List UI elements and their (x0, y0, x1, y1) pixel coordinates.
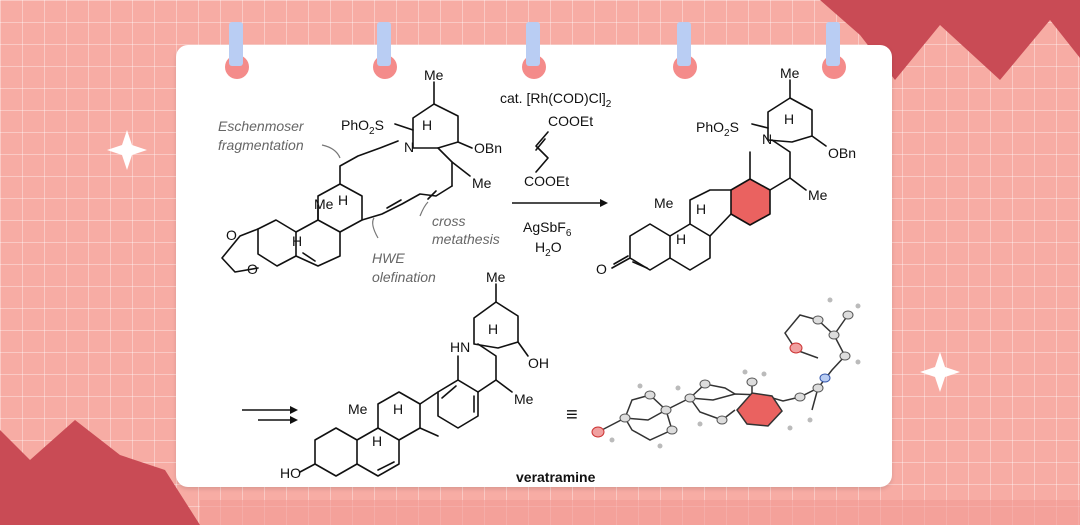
annotation-text: HWE (372, 250, 405, 266)
oxygen-label: O (247, 261, 258, 277)
water-h: H (535, 239, 545, 255)
methyl-label: Me (654, 195, 674, 211)
crystal-atoms (591, 297, 861, 449)
hydrogen-label: H (338, 192, 348, 208)
phenylsulfonyl-prefix: PhO (696, 119, 724, 135)
product-name: veratramine (516, 469, 596, 485)
hydrogen-label: H (488, 321, 498, 337)
hydrogen-label: H (372, 433, 382, 449)
equivalence-sign: ≡ (566, 404, 578, 426)
hydrogen-label: H (676, 231, 686, 247)
hydrogen-label: H (784, 111, 794, 127)
multistep-arrow (242, 406, 298, 424)
sulfonyl-label: PhO2S (696, 119, 739, 139)
water-label: H2O (535, 239, 562, 259)
oxygen-label: O (226, 227, 237, 243)
binder-tab-icon (822, 22, 846, 79)
hydroxyl-label: HO (280, 465, 301, 481)
binder-tab-icon (225, 22, 249, 79)
annotation-text: fragmentation (218, 137, 304, 153)
sulfonyl-label: PhO2S (341, 117, 384, 137)
arene-highlight (731, 179, 770, 225)
obn-label: OBn (474, 140, 502, 156)
subscript: 2 (369, 126, 375, 137)
methyl-label: Me (424, 67, 444, 83)
hydrogen-label: H (393, 401, 403, 417)
reaction-conditions: cat. [Rh(COD)Cl]2 COOEt COOEt AgSbF6 H2O (500, 90, 612, 259)
subscript: 2 (545, 248, 551, 259)
ester-label: COOEt (548, 113, 593, 129)
sulfur-label: S (730, 119, 739, 135)
catalyst-text: cat. [Rh(COD)Cl] (500, 90, 606, 106)
ester-label: COOEt (524, 173, 569, 189)
methyl-label: Me (314, 196, 334, 212)
sulfur-label: S (375, 117, 384, 133)
methyl-label: Me (808, 187, 828, 203)
obn-label: OBn (828, 145, 856, 161)
silver-text: AgSbF (523, 219, 566, 235)
catalyst-label: cat. [Rh(COD)Cl]2 (500, 90, 612, 110)
sparkle-icon (920, 352, 960, 392)
cyclization-product: O Me H H PhO2S N H Me OBn Me (596, 65, 856, 277)
annotation-text: cross (432, 213, 465, 229)
annotation-text: Eschenmoser (218, 118, 305, 134)
binder-tab-icon (373, 22, 397, 79)
binder-tab-icon (673, 22, 697, 79)
methyl-label: Me (514, 391, 534, 407)
nitrogen-label: N (404, 139, 414, 155)
methyl-label: Me (348, 401, 368, 417)
methyl-label: Me (780, 65, 800, 81)
methyl-label: Me (472, 175, 492, 191)
bottom-stripe (200, 500, 1080, 525)
oxygen-label: O (596, 261, 607, 277)
water-o: O (551, 239, 562, 255)
binder-tab-icon (522, 22, 546, 79)
binder-tabs (225, 22, 846, 79)
hydrogen-label: H (292, 233, 302, 249)
annotation-text: olefination (372, 269, 436, 285)
hydrogen-label: H (422, 117, 432, 133)
corner-triangles-bottom-left (0, 420, 200, 525)
annotation-text: metathesis (432, 231, 500, 247)
subscript: 2 (606, 99, 612, 110)
silver-reagent-label: AgSbF6 (523, 219, 572, 239)
hydrogen-label: H (696, 201, 706, 217)
veratramine-structure: HO Me H H HN H Me OH Me veratramine (280, 269, 596, 485)
subscript: 6 (566, 228, 572, 239)
sparkle-icon (107, 130, 147, 170)
methyl-label: Me (486, 269, 506, 285)
nitrogen-label: N (762, 131, 772, 147)
subscript: 2 (724, 128, 730, 139)
phenylsulfonyl-prefix: PhO (341, 117, 369, 133)
hydroxyl-label: OH (528, 355, 549, 371)
amine-label: HN (450, 339, 470, 355)
starting-material: Me H H O O PhO2S N H Me OBn Me Eschenmos… (218, 67, 502, 285)
